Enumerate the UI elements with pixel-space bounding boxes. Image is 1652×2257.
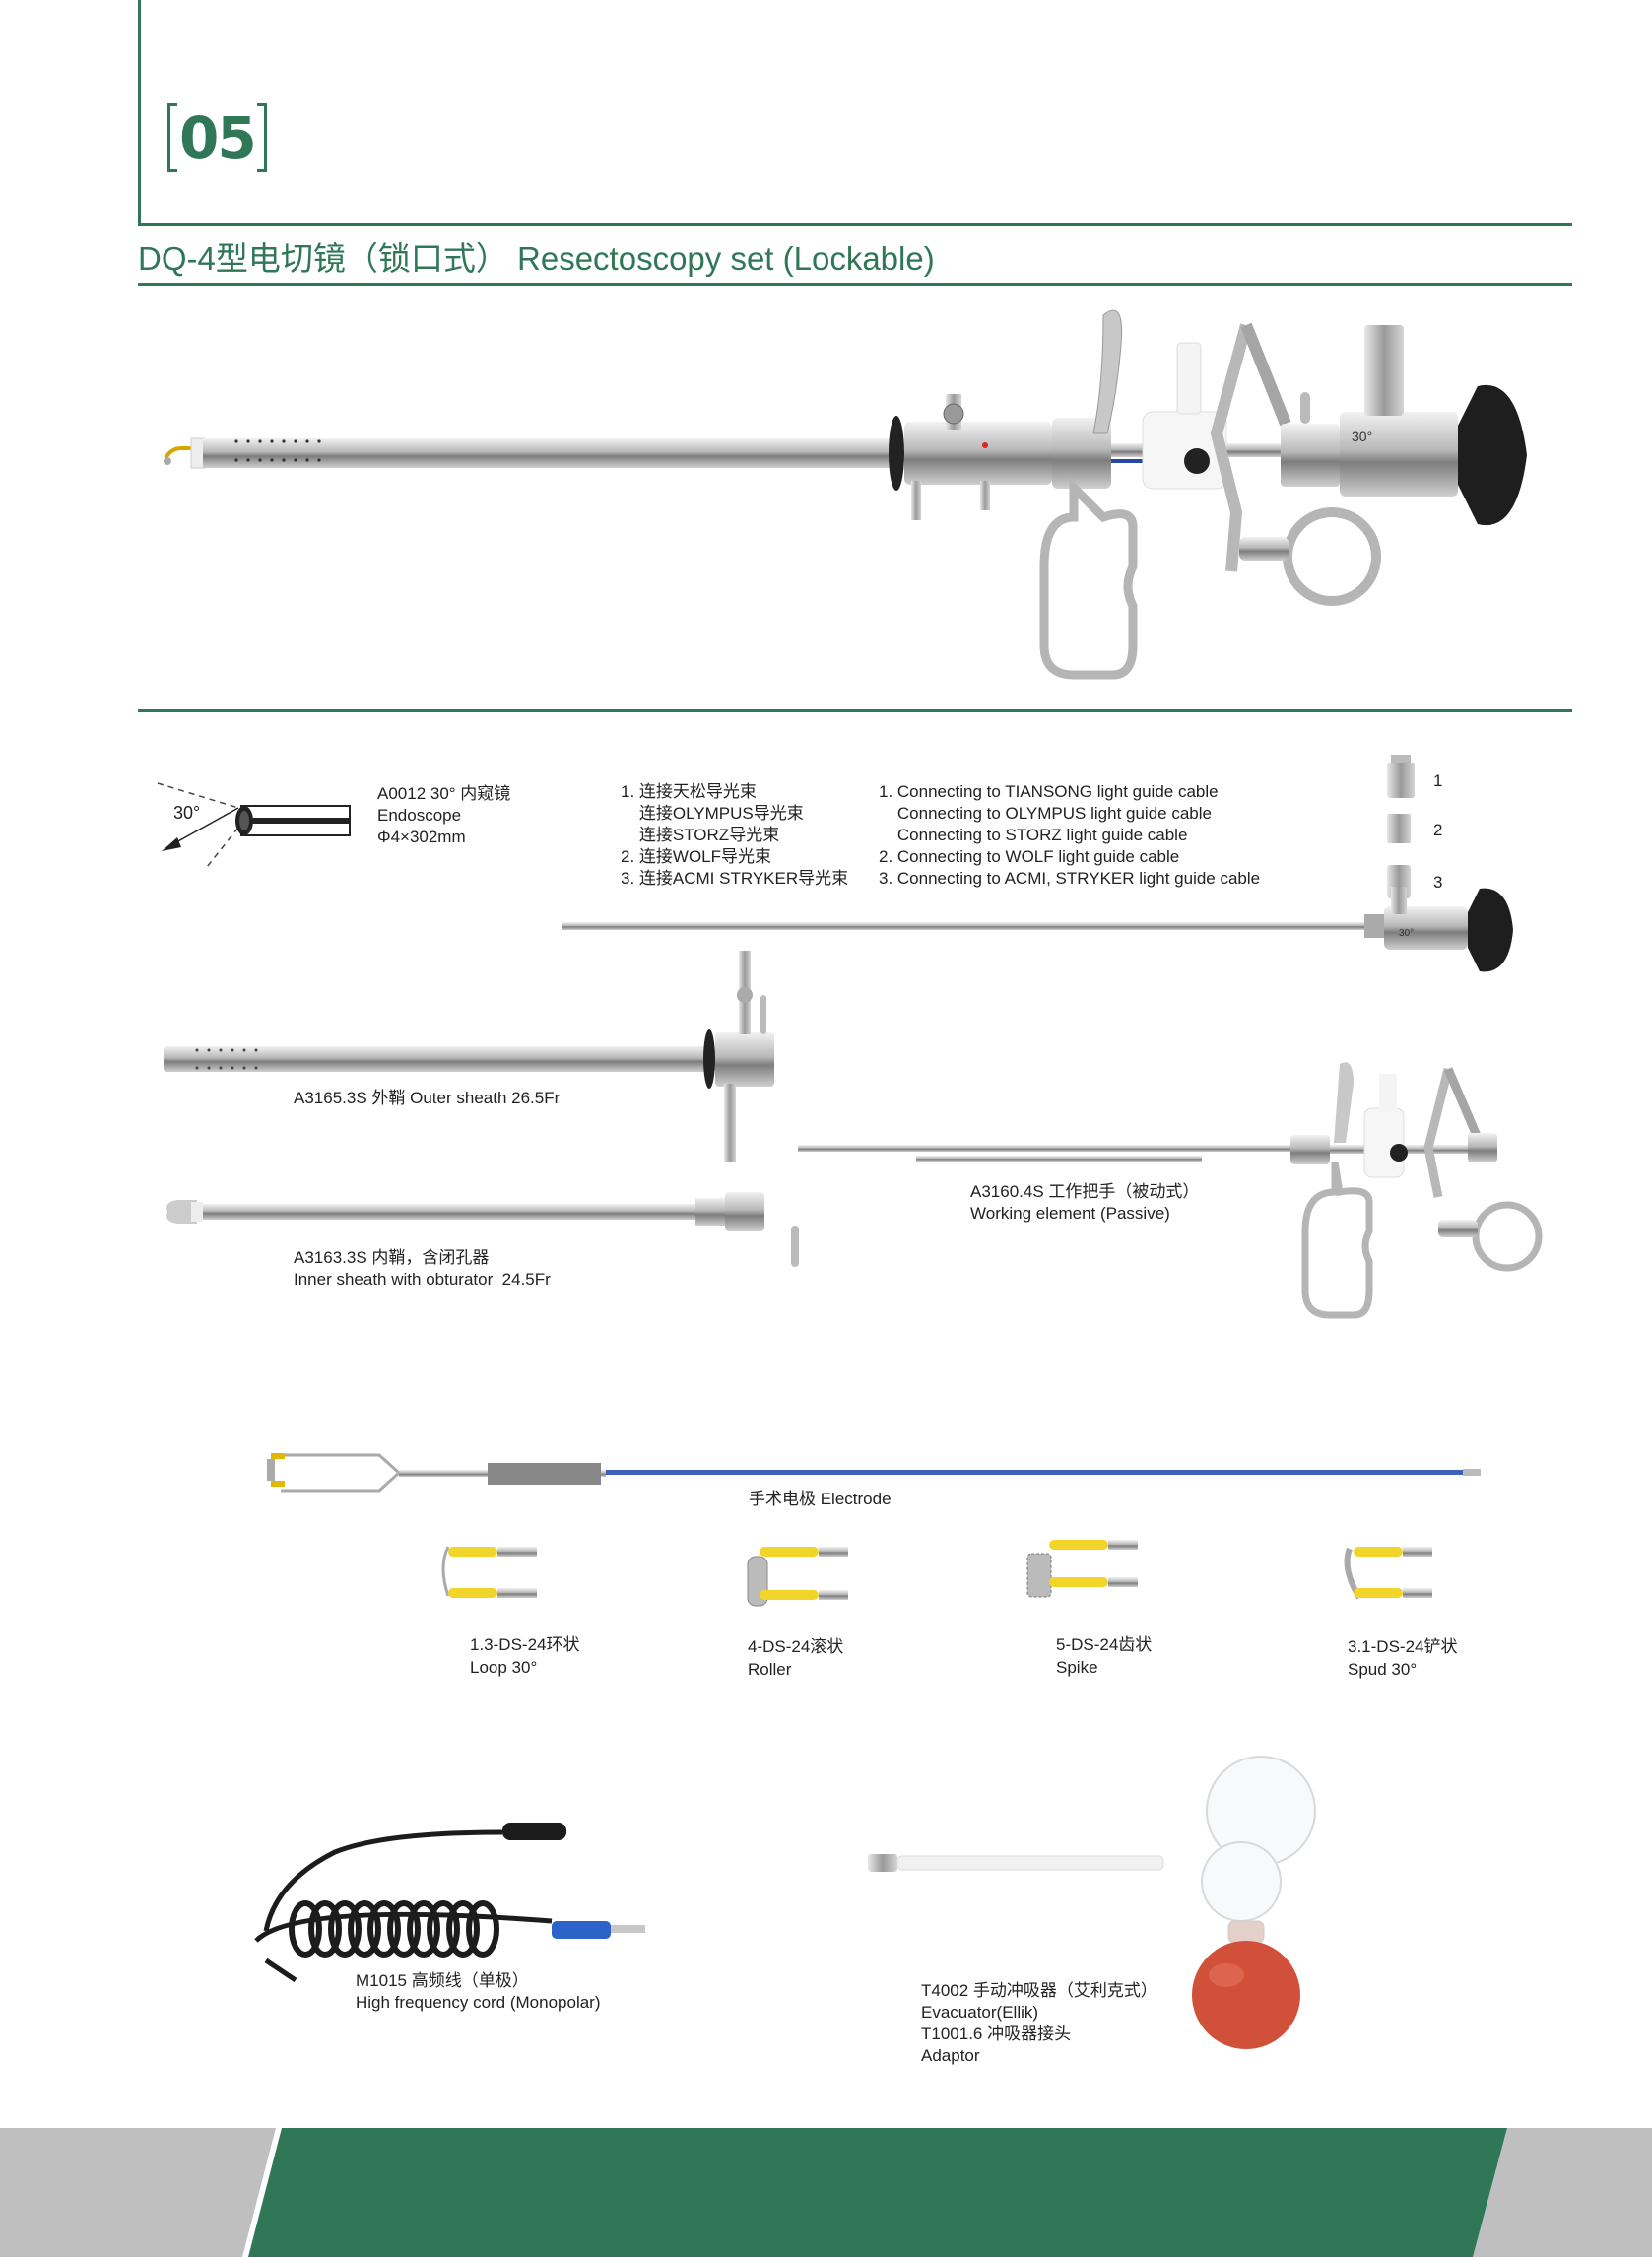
bracket-right-icon bbox=[256, 103, 267, 172]
light-guide-adapters-image bbox=[1387, 755, 1415, 898]
telescope-image: 30° bbox=[562, 887, 1513, 972]
endoscope-angle-diagram bbox=[157, 782, 351, 868]
section-number-badge: 05 bbox=[167, 103, 267, 172]
tip-spud-code: 3.1-DS-24铲状 bbox=[1348, 1637, 1458, 1656]
frame-vertical-line bbox=[138, 0, 141, 225]
title-top-rule bbox=[138, 223, 1572, 226]
endoscope-angle-label: 30° bbox=[173, 803, 201, 823]
working-element-line-1: A3160.4S 工作把手（被动式） bbox=[970, 1182, 1200, 1201]
electrode-label: 手术电极 Electrode bbox=[749, 1490, 892, 1508]
resectoscope-assembly-image: 30° bbox=[164, 309, 1527, 680]
title-bottom-rule bbox=[138, 283, 1572, 286]
high-frequency-cord-image bbox=[254, 1823, 645, 1983]
evacuator-line-2: Evacuator(Ellik) bbox=[921, 2003, 1039, 2022]
working-element-image bbox=[798, 1062, 1543, 1319]
tip-spud-name: Spud 30° bbox=[1348, 1660, 1418, 1679]
working-element-line-2: Working element (Passive) bbox=[970, 1204, 1170, 1223]
tip-spike-name: Spike bbox=[1056, 1658, 1098, 1677]
electrode-tip-loop-image bbox=[441, 1546, 537, 1598]
section-separator bbox=[138, 709, 1572, 712]
evacuator-line-3: T1001.6 冲吸器接头 bbox=[921, 2025, 1072, 2043]
cord-line-1: M1015 高频线（单极） bbox=[356, 1971, 529, 1990]
endoscope-line-2: Endoscope bbox=[377, 806, 462, 825]
connector-cn-item: 2. 连接WOLF导光束 bbox=[621, 847, 772, 866]
inner-sheath-image bbox=[166, 1192, 799, 1267]
connector-cn-item: 3. 连接ACMI STRYKER导光束 bbox=[621, 869, 849, 888]
evacuator-image bbox=[868, 1756, 1316, 2049]
outer-sheath-image bbox=[164, 951, 774, 1162]
electrode-tip-roller-image bbox=[747, 1547, 848, 1607]
adapter-number-3: 3 bbox=[1433, 873, 1443, 892]
connector-en-item: Connecting to OLYMPUS light guide cable bbox=[879, 804, 1212, 823]
bracket-left-icon bbox=[167, 103, 177, 172]
electrode-drawing bbox=[267, 1453, 1481, 1493]
outer-sheath-label: A3165.3S 外鞘 Outer sheath 26.5Fr bbox=[294, 1089, 561, 1107]
connector-en-item: Connecting to STORZ light guide cable bbox=[879, 826, 1188, 844]
adapter-number-2: 2 bbox=[1433, 821, 1443, 839]
page-title: DQ-4型电切镜（锁口式） Resectoscopy set (Lockable… bbox=[138, 240, 935, 277]
endoscope-line-3: Φ4×302mm bbox=[377, 828, 466, 846]
footer-green-parallelogram bbox=[242, 2128, 1507, 2257]
connector-en-item: 1. Connecting to TIANSONG light guide ca… bbox=[879, 782, 1219, 801]
evacuator-line-1: T4002 手动冲吸器（艾利克式） bbox=[921, 1981, 1157, 2000]
tip-roller-code: 4-DS-24滚状 bbox=[748, 1637, 844, 1656]
tip-loop-code: 1.3-DS-24环状 bbox=[470, 1635, 580, 1654]
electrode-tip-spike-image bbox=[1026, 1540, 1138, 1598]
evacuator-line-4: Adaptor bbox=[921, 2046, 980, 2065]
adapter-number-1: 1 bbox=[1433, 771, 1443, 790]
connector-cn-item: 1. 连接天松导光束 bbox=[621, 782, 757, 801]
tip-roller-name: Roller bbox=[748, 1660, 792, 1679]
telescope-marking: 30° bbox=[1399, 928, 1414, 939]
inner-sheath-line-1: A3163.3S 内鞘，含闭孔器 bbox=[294, 1248, 490, 1267]
connector-cn-item: 连接STORZ导光束 bbox=[621, 826, 780, 844]
connector-cn-item: 连接OLYMPUS导光束 bbox=[621, 804, 804, 823]
tip-spike-code: 5-DS-24齿状 bbox=[1056, 1635, 1153, 1654]
electrode-tip-spud-image bbox=[1344, 1547, 1432, 1600]
connector-en-item: 2. Connecting to WOLF light guide cable bbox=[879, 847, 1180, 866]
endoscope-line-1: A0012 30° 内窥镜 bbox=[377, 784, 511, 803]
connector-en-item: 3. Connecting to ACMI, STRYKER light gui… bbox=[879, 869, 1261, 888]
cord-line-2: High frequency cord (Monopolar) bbox=[356, 1993, 601, 2012]
svg-text:30°: 30° bbox=[1352, 429, 1372, 444]
tip-loop-name: Loop 30° bbox=[470, 1658, 538, 1677]
inner-sheath-line-2: Inner sheath with obturator 24.5Fr bbox=[294, 1270, 551, 1289]
section-number: 05 bbox=[179, 104, 257, 171]
